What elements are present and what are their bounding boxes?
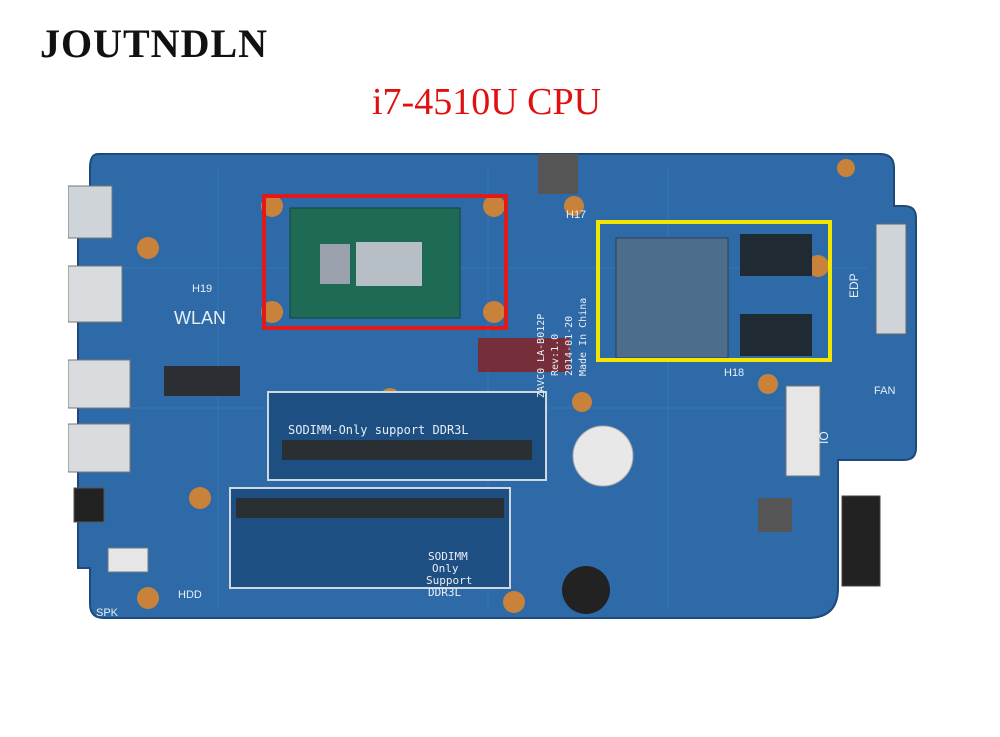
label-io: IO [817,431,831,444]
cpu-die-left [320,244,350,284]
label-sodimm-bottom-1: SODIMM [428,550,468,563]
label-board-date: 2014-01-20 [564,316,575,376]
label-edp: EDP [847,273,861,298]
label-spk: SPK [96,607,119,619]
label-board-made-in: Made In China [578,298,589,376]
label-h18: H18 [724,367,744,379]
label-board-revision: Rev:1.0 [550,334,561,376]
label-sodimm-bottom-4: DDR3L [428,586,461,599]
label-fan: FAN [874,385,895,397]
cmos-battery-coin [562,566,610,614]
sodimm-slot-top-socket [282,440,532,460]
label-h17: H17 [566,209,586,221]
vram-chip-1 [740,234,812,276]
m2-wifi-slot [164,366,240,396]
audio-jack [73,487,105,523]
label-board-model: ZAVC0 LA-B012P [536,314,547,398]
inductor-2 [758,498,792,532]
hdd-connector [107,547,149,573]
cmos-battery [572,425,634,487]
cpu-caption: i7-4510U CPU [372,81,602,123]
io-connector [785,385,821,477]
label-sodimm-top: SODIMM-Only support DDR3L [288,423,469,437]
motherboard-photo: WLAN H19 H17 H18 SODIMM-Only support DDR… [68,153,917,619]
label-sodimm-bottom-2: Only [432,562,459,575]
hdmi-port [68,265,123,323]
gpu-highlight-box [596,220,832,362]
cpu-highlight-box [262,194,508,330]
sodimm-slot-top [267,391,547,481]
label-wlan: WLAN [174,308,226,328]
brand-title: JOUTNDLN [40,21,269,66]
bios-chip [478,338,570,372]
mounting-holes [137,159,855,613]
rj45-port [68,185,113,239]
edp-connector [875,223,907,335]
inductor [538,154,578,194]
label-hdd: HDD [178,589,202,601]
gpu-chip [615,237,729,359]
sodimm-slot-bottom-socket [236,498,504,518]
vram-chip-2 [740,314,812,356]
usb-port-1 [68,359,131,409]
usb-port-2 [68,423,131,473]
power-connector [841,495,881,587]
cpu-die-right [356,242,422,286]
label-sodimm-bottom-3: Support [426,574,472,587]
label-h19: H19 [192,283,212,295]
